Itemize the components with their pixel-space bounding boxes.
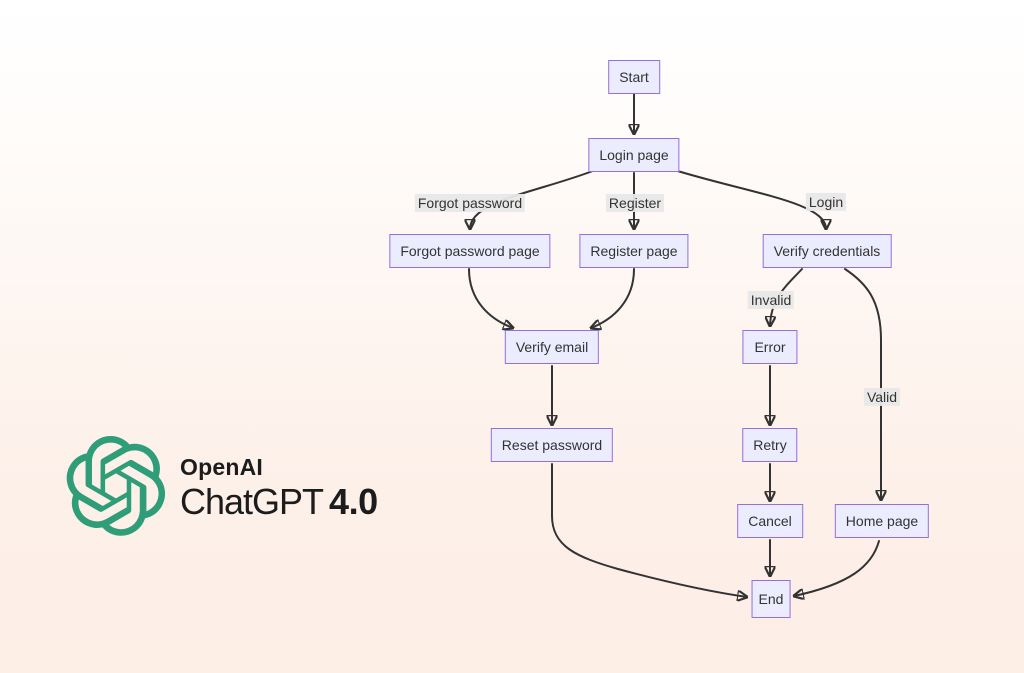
node-home-page: Home page [834,504,930,538]
edge-label-valid: Valid [863,387,901,407]
edge-label-register: Register [605,193,665,213]
node-verify-credentials: Verify credentials [762,234,892,268]
node-retry: Retry [742,428,798,462]
node-login-page: Login page [588,138,680,172]
node-verify-email: Verify email [504,330,600,364]
node-register-page: Register page [579,234,689,268]
node-reset-password: Reset password [490,428,614,462]
edge-reset-password-end [551,463,747,597]
edge-verify-credentials-home-page [844,268,881,500]
node-cancel: Cancel [737,504,803,538]
edge-register-page-verify-email [591,268,635,328]
edge-label-invalid: Invalid [747,290,795,310]
edge-forgot-password-page-verify-email [468,268,513,328]
node-error: Error [742,330,798,364]
edge-home-page-end [794,540,880,596]
brand-version: 4.0 [329,480,378,522]
node-forgot-password-page: Forgot password page [389,234,551,268]
openai-logo-icon [66,436,166,536]
brand-product-name: ChatGPT [180,480,324,522]
edge-label-forgot-password: Forgot password [414,193,526,213]
brand-name: OpenAI [180,453,263,480]
node-end: End [751,580,791,618]
edge-login-page-verify-credentials [670,168,826,229]
edge-label-login: Login [805,192,847,212]
node-start: Start [608,60,660,94]
